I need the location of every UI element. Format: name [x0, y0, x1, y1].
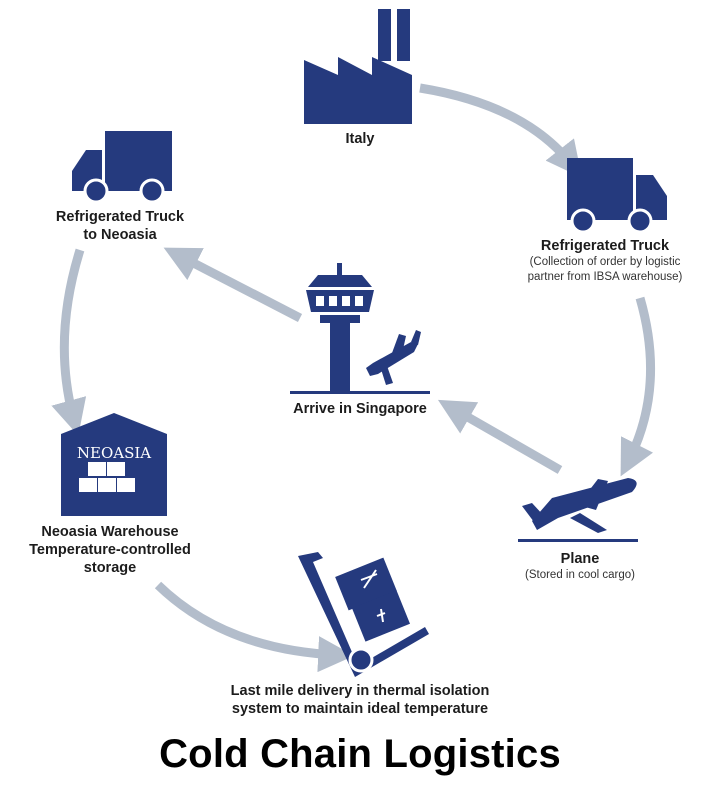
- factory-icon: [304, 9, 412, 124]
- label-plane: Plane (Stored in cool cargo): [525, 551, 635, 581]
- warehouse-sign: NEOASIA: [77, 444, 151, 462]
- label-last-mile-delivery: Last mile delivery in thermal isolation …: [230, 683, 490, 717]
- truck-icon: [72, 131, 172, 204]
- label-arrive-singapore: Arrive in Singapore: [293, 401, 427, 417]
- arrow-plane-to-singapore: [437, 399, 563, 474]
- label-italy: Italy: [345, 131, 375, 147]
- plane-icon: [518, 478, 638, 542]
- truck-icon: [567, 158, 667, 234]
- arrow-warehouse-to-last-mile: [154, 581, 355, 673]
- arrow-singapore-to-truck: [163, 247, 303, 322]
- arrow-truck-to-plane: [620, 296, 656, 477]
- diagram-caption: Cold Chain Logistics: [159, 732, 561, 776]
- label-refrigerated-truck-neoasia: Refrigerated Truck to Neoasia: [55, 209, 185, 243]
- hand-truck-icon: [298, 552, 429, 677]
- label-neoasia-warehouse: Neoasia Warehouse Temperature-controlled…: [29, 524, 191, 576]
- label-refrigerated-truck-collection: Refrigerated Truck (Collection of order …: [527, 238, 683, 283]
- control-tower-icon: [290, 263, 430, 394]
- warehouse-icon: NEOASIA: [61, 413, 167, 516]
- arrow-truck-to-warehouse: [51, 248, 87, 436]
- arrow-italy-to-truck: [419, 83, 582, 178]
- landing-plane-icon: [366, 330, 421, 385]
